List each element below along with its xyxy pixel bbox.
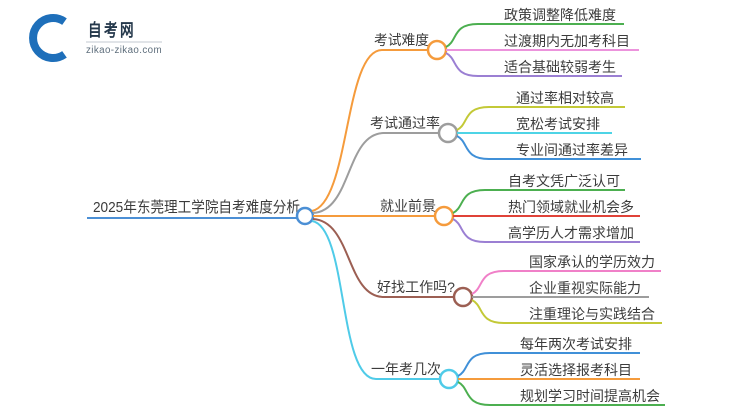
branch-job-prospects-node — [433, 205, 455, 227]
branch-5-sub-3-line — [457, 381, 665, 406]
branch-4-sub-3-line — [471, 299, 662, 324]
branch-5-sub-1-label: 每年两次考试安排 — [520, 336, 632, 352]
branch-2-sub-1-label: 通过率相对较高 — [516, 90, 614, 106]
branch-2-sub-2-label: 宽松考试安排 — [516, 116, 600, 132]
logo[interactable]: 自考网 zikao-zikao.com — [29, 14, 162, 62]
branch-5-sub-2-label: 灵活选择报考科目 — [520, 362, 632, 378]
branch-4-sub-1-line — [471, 270, 661, 295]
branch-exams-per-year-node — [438, 368, 460, 390]
branch-4-sub-2-label: 企业重视实际能力 — [529, 280, 641, 296]
branch-exams-per-year-curve — [311, 220, 440, 380]
branch-2-sub-1-line — [456, 106, 625, 131]
branch-4-sub-1-label: 国家承认的学历效力 — [529, 254, 655, 270]
branch-2-sub-3-line — [456, 135, 641, 160]
branch-1-sub-1-line — [445, 23, 624, 48]
branch-1-sub-3-label: 适合基础较弱考生 — [504, 59, 616, 75]
branch-easy-to-find-job-label: 好找工作吗? — [377, 279, 455, 295]
branch-pass-rate-curve — [312, 132, 439, 214]
graduation-cap-icon — [29, 14, 68, 62]
branch-pass-rate-label: 考试通过率 — [370, 115, 440, 131]
branch-exam-difficulty-node — [426, 39, 448, 61]
branch-1-sub-1-label: 政策调整降低难度 — [504, 7, 616, 23]
branch-easy-to-find-job-curve — [312, 218, 454, 298]
branch-1-sub-2-label: 过渡期内无加考科目 — [504, 33, 630, 49]
branch-3-sub-3-label: 高学历人才需求增加 — [508, 225, 634, 241]
branch-3-sub-1-label: 自考文凭广泛认可 — [508, 173, 620, 189]
central-topic-node — [295, 206, 315, 226]
branch-5-sub-1-line — [457, 352, 640, 377]
branch-3-sub-2-label: 热门领域就业机会多 — [508, 199, 634, 215]
branch-4-sub-3-label: 注重理论与实践结合 — [529, 306, 655, 322]
central-topic-label: 2025年东莞理工学院自考难度分析 — [93, 198, 300, 216]
branch-job-prospects-label: 就业前景 — [380, 198, 436, 214]
branch-1-sub-3-line — [445, 52, 622, 77]
logo-title: 自考网 — [88, 20, 136, 40]
branch-easy-to-find-job-node — [452, 286, 474, 308]
branch-3-sub-3-line — [452, 218, 640, 243]
branch-exam-difficulty-label: 考试难度 — [374, 32, 429, 48]
branch-pass-rate-node — [437, 122, 459, 144]
branch-5-sub-3-label: 规划学习时间提高机会 — [520, 388, 660, 404]
branch-3-sub-1-line — [452, 189, 625, 214]
branch-2-sub-3-label: 专业间通过率差异 — [516, 142, 628, 158]
logo-domain: zikao-zikao.com — [86, 45, 162, 56]
branch-exams-per-year-label: 一年考几次 — [371, 361, 441, 377]
branch-exam-difficulty-curve — [311, 49, 428, 212]
